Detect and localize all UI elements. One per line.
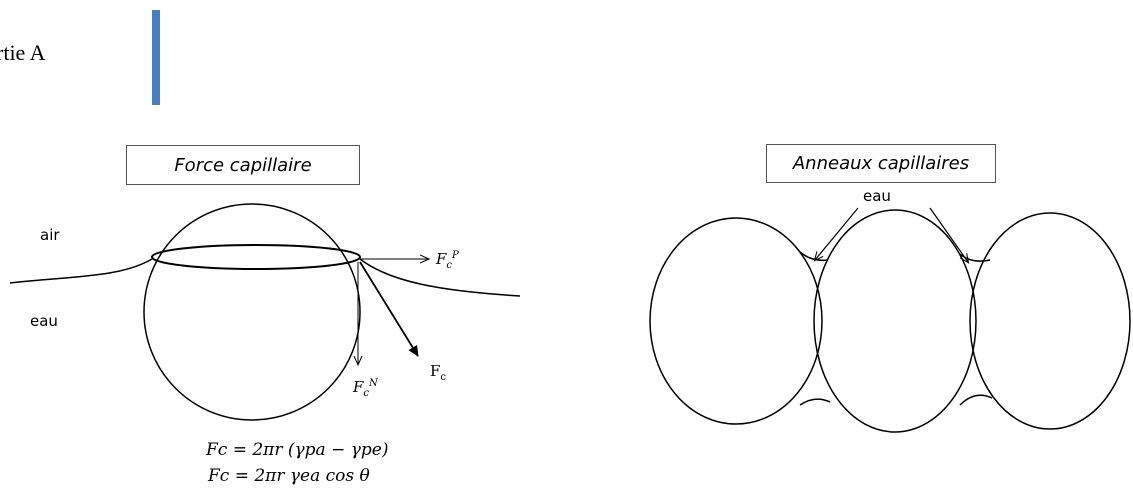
force-total-label: Fc [430,362,447,383]
page-heading: rtie A [0,40,46,65]
label-eau-left: eau [30,312,58,330]
bridge-right-bottom [959,394,993,406]
eau-pointer-right [929,207,968,262]
force-parallel-label: FcP [436,250,459,271]
bridge-left-top [799,251,829,262]
force-total-arrow [359,261,419,357]
particle-circle [143,203,361,421]
water-surface-right [359,258,521,297]
force-capillaire-title: Force capillaire [126,145,360,185]
label-eau-right: eau [863,187,891,205]
force-normal-label: FcN [353,378,378,399]
eau-pointer-left [815,207,859,260]
formula-2: Fc = 2πr γea cos θ [208,466,370,486]
anneaux-capillaires-title: Anneaux capillaires [766,144,996,183]
particle-left [649,217,823,425]
bridge-left-bottom [799,398,831,406]
label-air: air [40,226,60,244]
particle-middle [813,209,977,433]
formula-1: Fc = 2πr (γpa − γpe) [206,440,389,460]
water-surface-left [9,258,153,284]
particle-right [969,212,1131,430]
accent-bar [152,10,160,105]
contact-ellipse [151,244,361,270]
